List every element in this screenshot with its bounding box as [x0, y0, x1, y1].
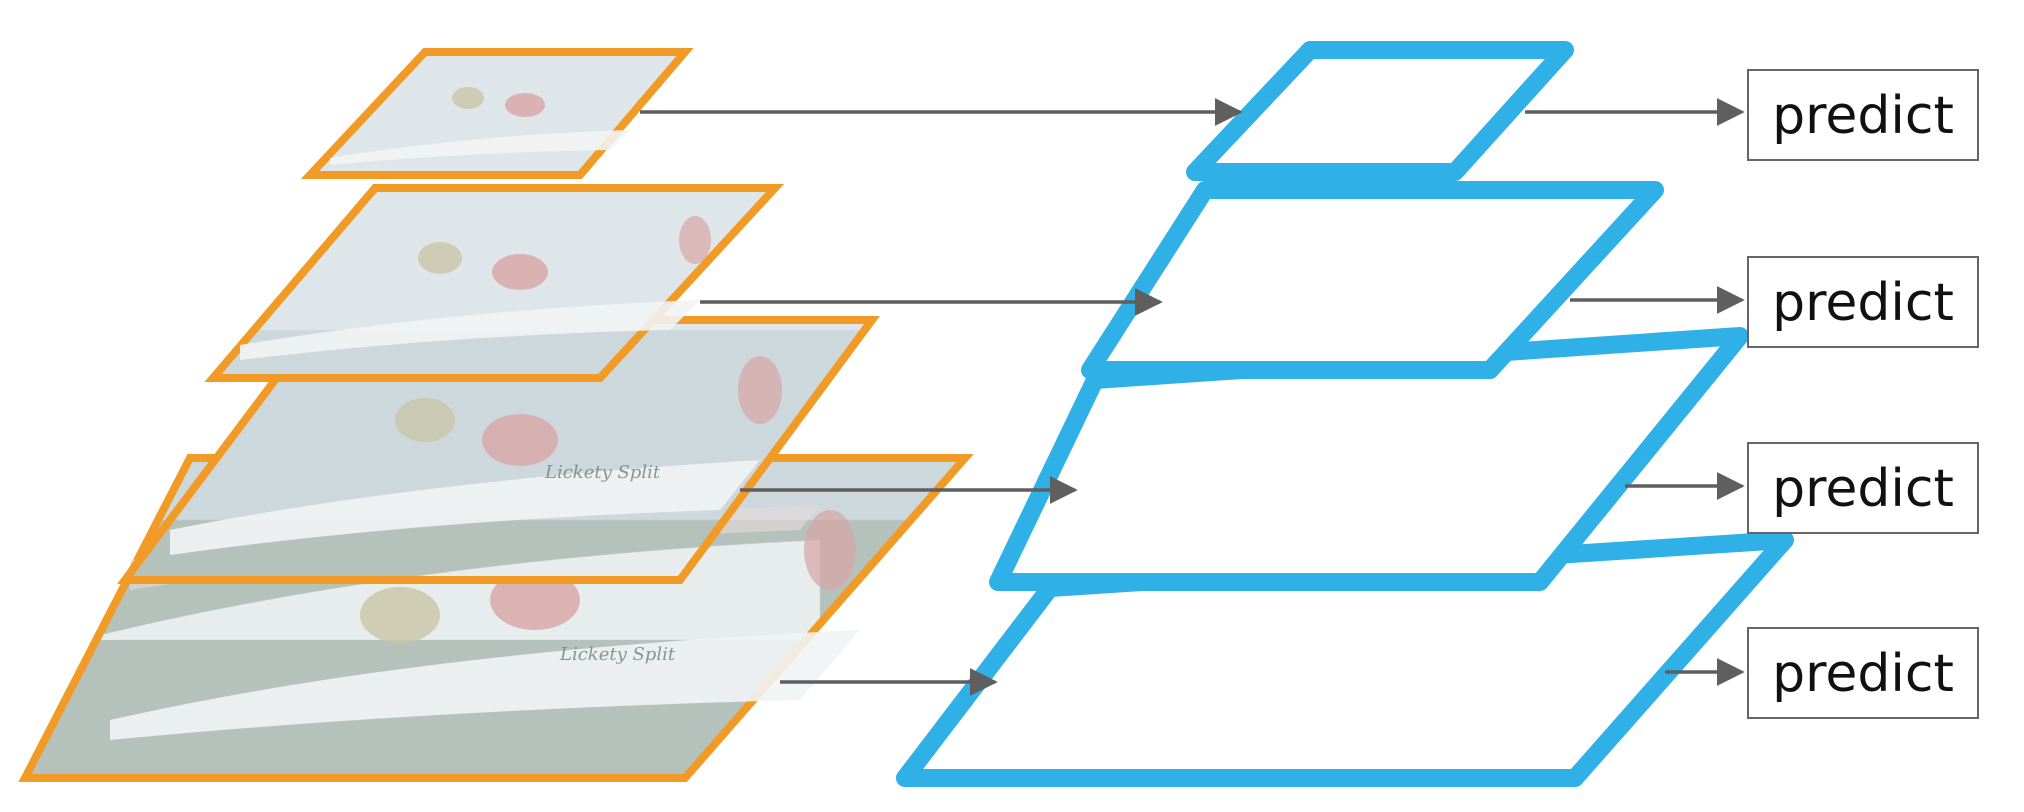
boat-name-text-4: Lickety Split — [559, 644, 676, 665]
predict-label: predict — [1772, 86, 1954, 146]
image-level-2 — [204, 184, 785, 382]
predict-box-3: predict — [1747, 442, 1979, 534]
image-level-1 — [300, 48, 694, 179]
predict-label: predict — [1772, 459, 1954, 519]
predict-box-4: predict — [1747, 627, 1979, 719]
predict-label: predict — [1772, 644, 1954, 704]
feature-level-2 — [1081, 181, 1664, 379]
feature-level-3 — [989, 327, 1749, 591]
predict-box-1: predict — [1747, 69, 1979, 161]
predict-box-2: predict — [1747, 256, 1979, 348]
image-level-3: Lickety Split — [117, 316, 880, 584]
boat-name-text-3: Lickety Split — [544, 462, 661, 483]
feature-level-1 — [1186, 41, 1574, 181]
predict-label: predict — [1772, 273, 1954, 333]
